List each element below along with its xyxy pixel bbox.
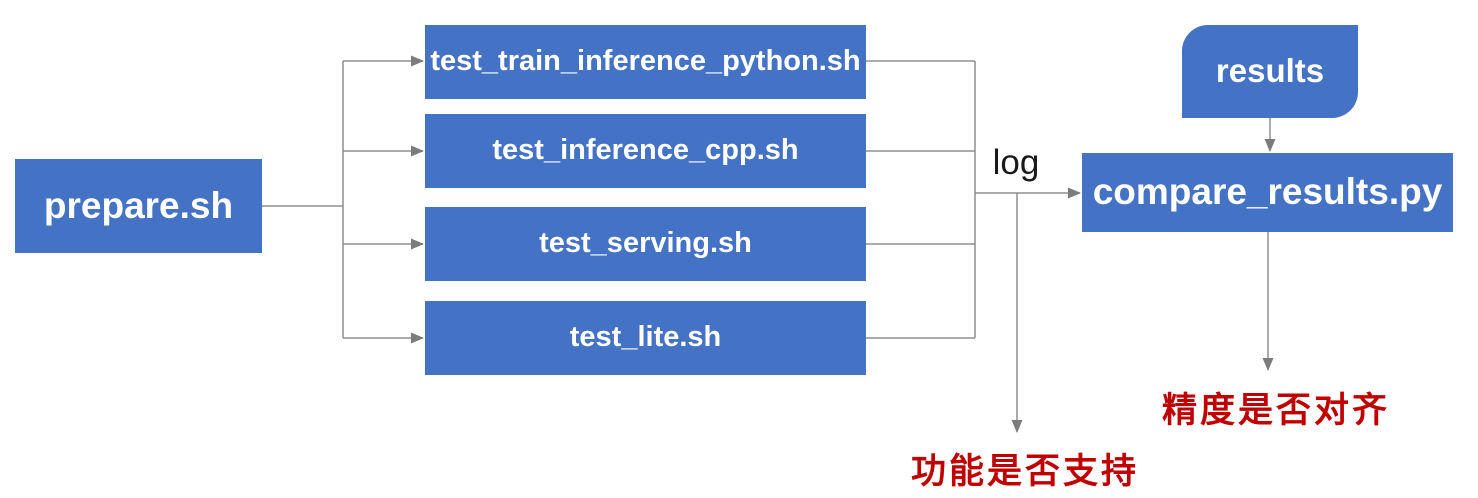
node-test-train-inference-python-label: test_train_inference_python.sh: [430, 45, 861, 78]
node-prepare-sh: prepare.sh: [15, 159, 262, 253]
node-test-inference-cpp: test_inference_cpp.sh: [425, 114, 866, 188]
node-compare-results-py: compare_results.py: [1082, 153, 1453, 232]
node-test-lite-label: test_lite.sh: [569, 321, 722, 354]
node-test-lite: test_lite.sh: [425, 301, 866, 375]
node-results: results: [1182, 25, 1358, 118]
node-test-serving-label: test_serving.sh: [539, 227, 752, 260]
outcome-accuracy-alignment-label: 精度是否对齐: [1162, 391, 1391, 430]
node-test-train-inference-python: test_train_inference_python.sh: [425, 25, 866, 99]
edge-label-log: log: [992, 143, 1040, 182]
node-prepare-sh-label: prepare.sh: [43, 184, 234, 226]
node-test-serving: test_serving.sh: [425, 207, 866, 281]
node-results-label: results: [1215, 52, 1325, 90]
node-test-inference-cpp-label: test_inference_cpp.sh: [492, 134, 799, 167]
outcome-function-support-label: 功能是否支持: [911, 452, 1140, 491]
node-compare-results-py-label: compare_results.py: [1092, 171, 1443, 213]
